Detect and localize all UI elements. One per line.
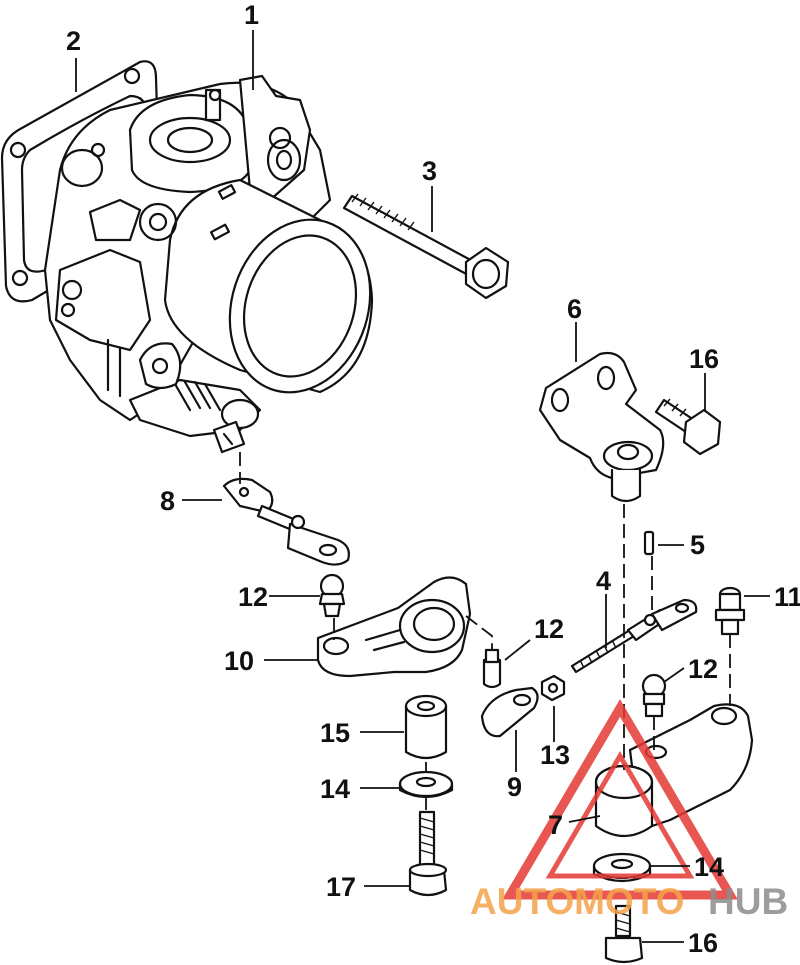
- ball-stud-right-part: [641, 673, 667, 718]
- stud-part: [714, 586, 746, 636]
- callout-12b: 12: [534, 614, 564, 644]
- nut-part: [540, 674, 566, 702]
- watermark-text-hub: HUB: [708, 881, 788, 922]
- pin-part: [643, 530, 655, 556]
- lever-arm-part: [594, 703, 754, 837]
- callout-9: 9: [507, 772, 522, 802]
- bolt-lower-right-part: [604, 904, 644, 964]
- long-bolt-part: [342, 193, 510, 300]
- assembly-lines: [239, 452, 731, 812]
- callout-17: 17: [326, 872, 356, 902]
- washer-left-part: [398, 770, 454, 799]
- ball-stud-left-part: [318, 573, 346, 618]
- bracket-part: [538, 351, 665, 503]
- bolt-lower-left-part: [408, 810, 448, 897]
- ball-joint-part: [480, 686, 539, 738]
- lever-part: [316, 576, 472, 678]
- throttle-body-part: [43, 74, 374, 454]
- watermark-logo: [502, 699, 738, 900]
- watermark-text: AUTOMOTO HUB: [470, 881, 788, 922]
- adjuster-rod-part: [570, 598, 698, 674]
- ball-stud-middle-part: [482, 648, 502, 689]
- callout-10: 10: [224, 646, 254, 676]
- callout-12a: 12: [238, 582, 268, 612]
- callout-5: 5: [690, 530, 705, 560]
- callout-6: 6: [567, 294, 582, 324]
- watermark-text-automoto: AUTOMOTO: [470, 881, 684, 922]
- callout-3: 3: [422, 156, 437, 186]
- bolt-upper-part: [654, 398, 722, 456]
- callout-12c: 12: [688, 654, 718, 684]
- callout-2: 2: [66, 26, 81, 56]
- callout-8: 8: [160, 486, 175, 516]
- callout-16a: 16: [689, 344, 719, 374]
- callout-4: 4: [596, 566, 611, 596]
- leader-lines: [75, 30, 770, 943]
- callout-7: 7: [548, 810, 563, 840]
- callout-14a: 14: [320, 774, 350, 804]
- callout-11: 11: [774, 582, 800, 612]
- callout-labels: 1 2 3 6 16 8 5 4 12 11 12 10 12 15 13 14…: [66, 0, 800, 958]
- callout-15: 15: [320, 718, 350, 748]
- callout-1: 1: [244, 0, 259, 30]
- callout-16b: 16: [688, 928, 718, 958]
- callout-13: 13: [540, 740, 570, 770]
- sleeve-part: [404, 694, 448, 760]
- link-rod-part: [222, 477, 350, 566]
- callout-14b: 14: [694, 852, 724, 882]
